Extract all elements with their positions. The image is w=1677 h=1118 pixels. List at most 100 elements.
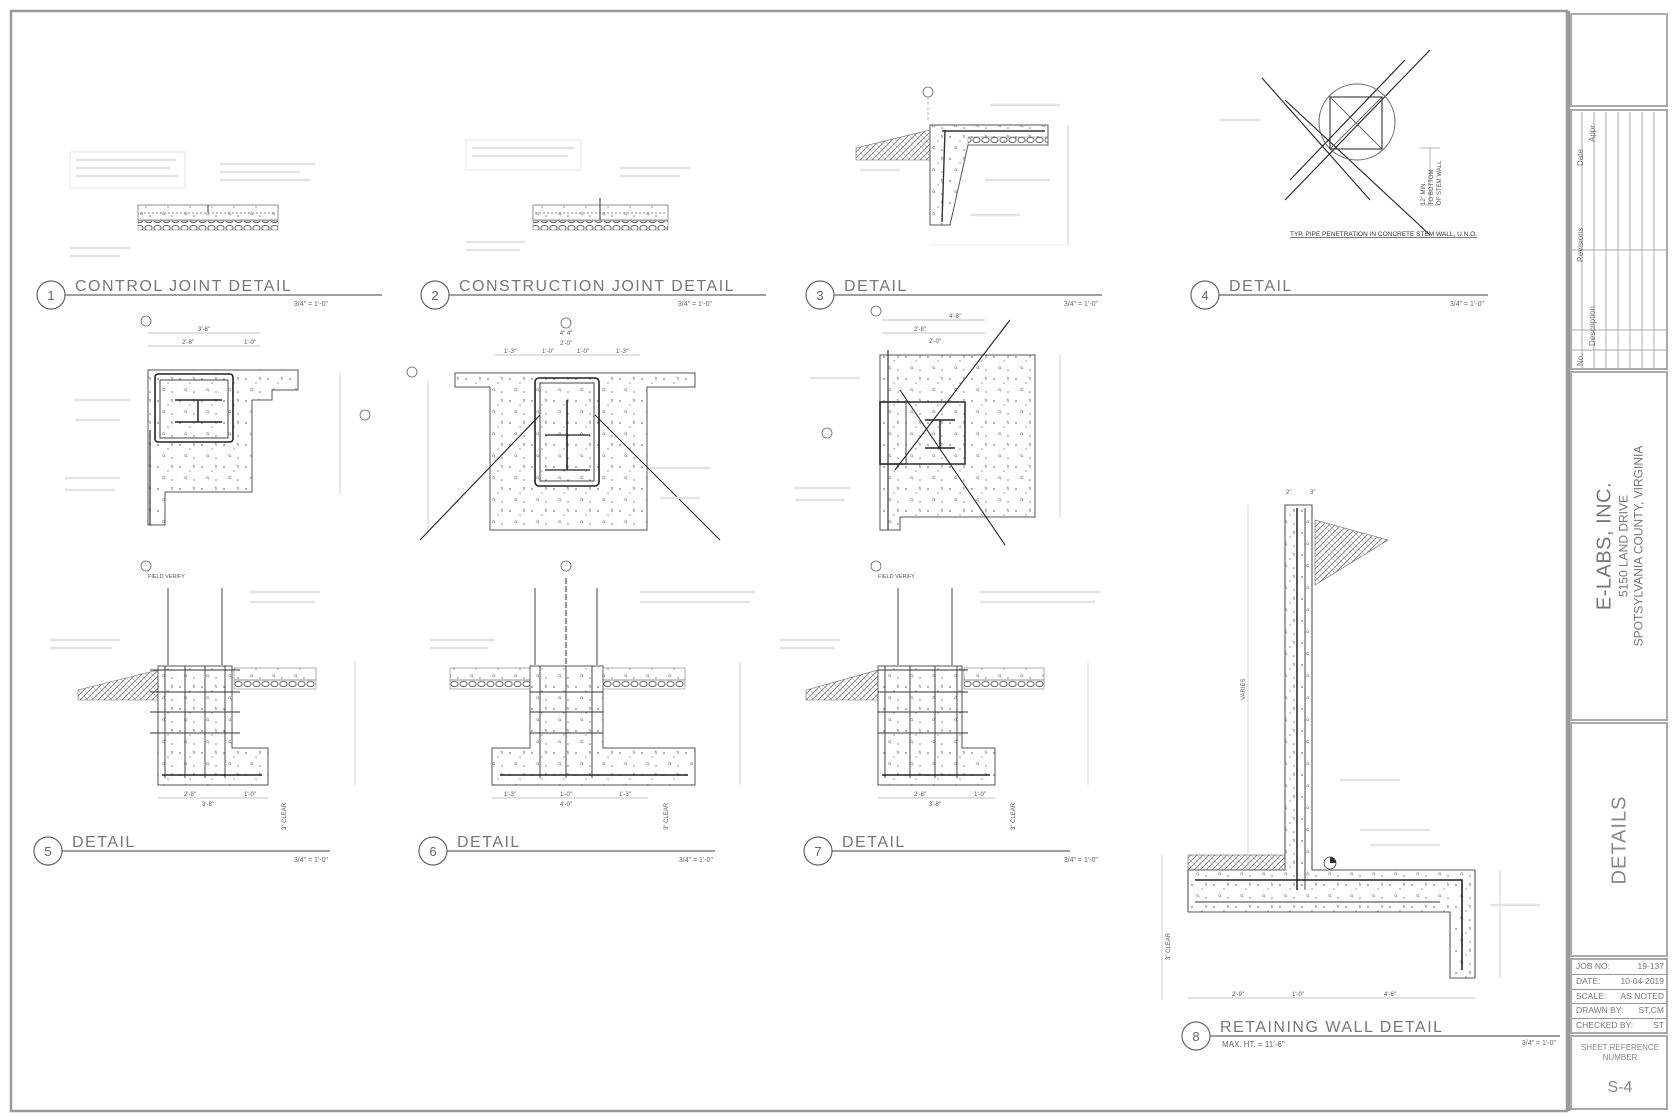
detail-scale: 3/4" = 1'-0" — [1064, 857, 1099, 864]
svg-text:3'-8": 3'-8" — [929, 802, 941, 808]
pipe-note: TYP. PIPE PENETRATION IN CONCRETE STEM W… — [1290, 231, 1477, 238]
svg-text:4'-0": 4'-0" — [560, 802, 572, 808]
detail-number: 5 — [44, 844, 51, 859]
info-row-checked: CHECKED BY:ST — [1576, 1020, 1664, 1031]
detail-number: 8 — [1192, 1029, 1199, 1044]
footing-detail-a: 3'-8" 2'-8" 1'-0" — [65, 315, 371, 526]
detail-scale: 3/4" = 1'-0" — [679, 857, 714, 864]
detail-title: DETAIL — [457, 834, 521, 851]
svg-text:TO BOTTOM: TO BOTTOM — [1429, 170, 1435, 205]
sheet-title: DETAILS — [1608, 795, 1631, 885]
detail-3-drawing — [855, 86, 1070, 246]
detail-6-drawing: 1'-3" 1'-0" 1'-3" 4'-0" 3" CLEAR — [430, 560, 755, 830]
rev-col-revisions: Revisions — [1576, 227, 1585, 262]
svg-text:2'-0": 2'-0" — [929, 339, 941, 345]
detail-title: RETAINING WALL DETAIL — [1220, 1019, 1444, 1036]
detail-8-drawing: 2" 3" VARIES 2'-9" 1'-0" 4'-6" 3" CLEAR — [1161, 490, 1540, 1000]
detail-number: 1 — [47, 288, 54, 303]
detail-2-drawing — [465, 139, 690, 252]
sheet-title-box — [1570, 722, 1668, 957]
svg-text:1'-0": 1'-0" — [974, 792, 986, 798]
detail-title: DETAIL — [72, 834, 136, 851]
svg-text:2'-8": 2'-8" — [914, 792, 926, 798]
footing-detail-c: 4'-8" 2'-8" 2'-0" — [795, 305, 1061, 546]
svg-text:1'-3": 1'-3" — [504, 349, 516, 355]
company-block: E-LABS, INC. 5150 LAND DRIVE SPOTSYLVANI… — [1572, 372, 1668, 720]
footing-detail-b: 1'-3" 1'-0" 1'-0" 1'-3" 4" 4" 2'-0" — [406, 317, 721, 541]
sheet-border — [9, 9, 1569, 1113]
rev-col-no: No. — [1576, 353, 1585, 366]
svg-text:3": 3" — [1310, 490, 1315, 496]
revision-table-lines — [1572, 112, 1666, 368]
svg-text:3" CLEAR: 3" CLEAR — [664, 802, 670, 830]
detail-scale: 3/4" = 1'-0" — [1522, 1040, 1557, 1047]
detail-number: 4 — [1201, 288, 1208, 303]
detail-title: CONSTRUCTION JOINT DETAIL — [459, 278, 735, 295]
svg-text:1'-0": 1'-0" — [244, 340, 256, 346]
sheet-reference: SHEET REFERENCE NUMBER S-4 — [1572, 1037, 1668, 1112]
rev-col-appr: Appr. — [1588, 123, 1597, 142]
svg-text:2": 2" — [1286, 490, 1291, 496]
svg-text:4'-8": 4'-8" — [949, 314, 961, 320]
pipe-dim-label: 12" MIN. TO BOTTOM OF STEM WALL — [1421, 160, 1443, 205]
logo-box — [1570, 13, 1668, 107]
detail-number: 6 — [429, 844, 436, 859]
svg-text:1'-3": 1'-3" — [619, 792, 631, 798]
detail-number: 7 — [814, 844, 821, 859]
svg-text:1'-0": 1'-0" — [560, 792, 572, 798]
svg-text:FIELD VERIFY: FIELD VERIFY — [878, 574, 915, 580]
company-address: 5150 LAND DRIVE — [1616, 494, 1631, 598]
job-info-table: JOB NO:19-137 DATE:10-04-2019 SCALE:AS N… — [1572, 960, 1668, 1032]
detail-number: 2 — [431, 288, 438, 303]
detail-4-drawing: 12" MIN. TO BOTTOM OF STEM WALL TYP. PIP… — [1220, 49, 1477, 238]
info-row-job: JOB NO:19-137 — [1572, 960, 1668, 975]
detail-scale: 3/4" = 1'-0" — [1064, 301, 1099, 308]
svg-text:4" 4": 4" 4" — [560, 331, 573, 337]
detail-scale: 3/4" = 1'-0" — [294, 857, 329, 864]
detail-number: 3 — [816, 288, 823, 303]
detail-7-drawing: FIELD VERIFY 2'-8" 1'-0" 3'-8" 3" CLEAR — [780, 560, 1100, 830]
svg-text:12" MIN.: 12" MIN. — [1421, 182, 1427, 205]
detail-title-6: 6 DETAIL 3/4" = 1'-0" — [418, 834, 715, 866]
detail-title: DETAIL — [844, 278, 908, 295]
detail-title-8: 8 RETAINING WALL DETAIL MAX. HT. = 11'-6… — [1181, 1019, 1560, 1051]
svg-text:4'-6": 4'-6" — [1384, 992, 1396, 998]
svg-text:2'-8": 2'-8" — [914, 327, 926, 333]
detail-5-drawing: FIELD VERIFY 2'-8" 1'-0" 3'-8" 3" CLEAR — [50, 560, 356, 830]
svg-text:2'-9": 2'-9" — [1232, 992, 1244, 998]
detail-title: DETAIL — [1229, 278, 1293, 295]
revision-box — [1570, 109, 1668, 370]
detail-scale: 3/4" = 1'-0" — [678, 301, 713, 308]
detail-title-7: 7 DETAIL 3/4" = 1'-0" — [803, 834, 1099, 866]
info-row-date: DATE:10-04-2019 — [1572, 975, 1668, 990]
sheet-number: S-4 — [1607, 1079, 1633, 1096]
detail-title-3: 3 DETAIL 3/4" = 1'-0" — [805, 278, 1102, 310]
info-row-scale: SCALE:AS NOTED — [1572, 990, 1668, 1005]
svg-text:2'-0": 2'-0" — [560, 341, 572, 347]
svg-text:3'-8": 3'-8" — [198, 327, 210, 333]
svg-text:VARIES: VARIES — [1241, 678, 1247, 700]
company-box — [1570, 371, 1668, 721]
detail-title-4: 4 DETAIL 3/4" = 1'-0" — [1190, 278, 1488, 310]
svg-text:1'-0": 1'-0" — [244, 792, 256, 798]
svg-text:1'-3": 1'-3" — [504, 792, 516, 798]
svg-text:OF STEM WALL: OF STEM WALL — [1437, 160, 1443, 205]
svg-text:2'-8": 2'-8" — [182, 340, 194, 346]
sheet-reference-label: SHEET REFERENCE NUMBER — [1580, 1043, 1660, 1062]
svg-text:3" CLEAR: 3" CLEAR — [1011, 802, 1017, 830]
svg-text:1'-0": 1'-0" — [542, 349, 554, 355]
svg-text:3'-8": 3'-8" — [202, 802, 214, 808]
svg-text:FIELD VERIFY: FIELD VERIFY — [148, 574, 185, 580]
rev-col-description: Description — [1588, 305, 1597, 346]
svg-text:2'-8": 2'-8" — [184, 792, 196, 798]
revision-table: No. Description Revisions Date Appr. — [1572, 112, 1668, 369]
svg-text:1'-0": 1'-0" — [577, 349, 589, 355]
detail-scale: 3/4" = 1'-0" — [1450, 301, 1485, 308]
detail-scale: 3/4" = 1'-0" — [294, 301, 329, 308]
info-row-drawn: DRAWN BY:ST,CM — [1572, 1004, 1668, 1020]
company-name: E-LABS, INC. — [1593, 481, 1616, 611]
detail-title-1: 1 CONTROL JOINT DETAIL 3/4" = 1'-0" — [36, 278, 382, 310]
svg-text:1'-3": 1'-3" — [616, 349, 628, 355]
detail-title: DETAIL — [842, 834, 906, 851]
info-box — [1570, 958, 1668, 1034]
